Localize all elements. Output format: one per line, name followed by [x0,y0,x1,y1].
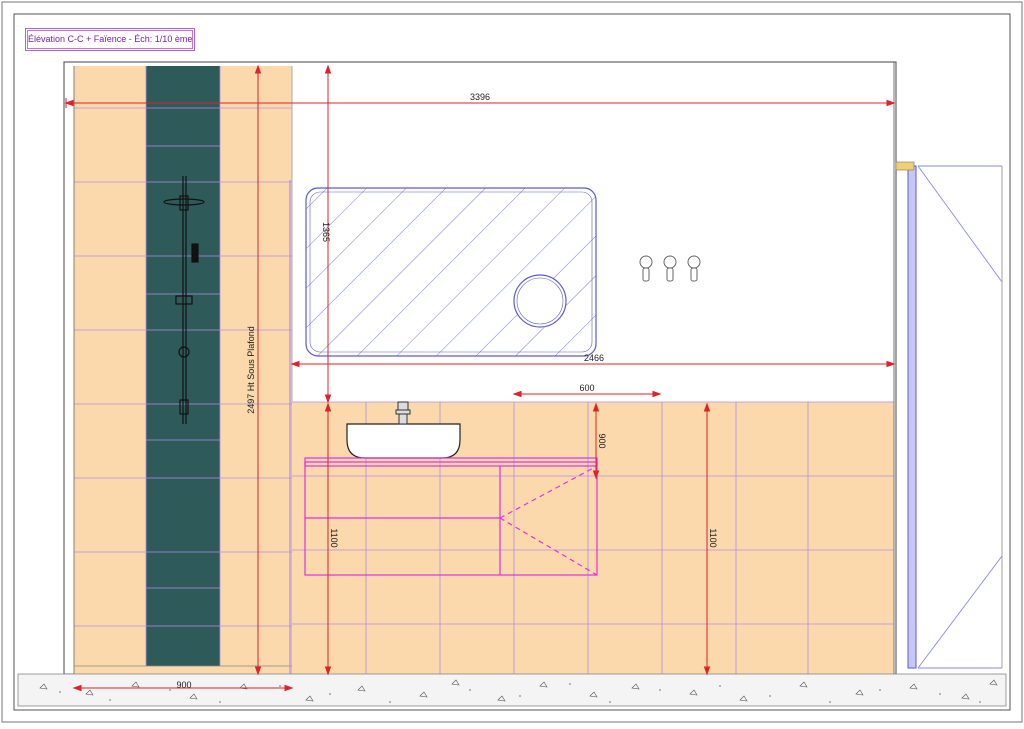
dim-vanity-height: 1100 [329,528,339,547]
dim-right-height: 1100 [708,528,718,547]
dimension-lines [64,64,896,692]
basin [346,423,461,459]
floor-slab [17,673,1007,707]
dim-basin-height: 900 [597,433,607,448]
faucet-icon [395,401,411,425]
drawing-title: Élévation C-C + Faïence - Éch: 1/10 ème [25,28,195,51]
magnifying-mirror-inner [516,277,564,325]
door-top-block [895,161,915,171]
dim-faience-width: 2466 [584,353,604,363]
vanity-unit [304,457,598,576]
mirror-inner [309,191,593,353]
door-frame [907,165,917,669]
dim-shower-width: 900 [176,680,191,690]
dim-basin-width: 600 [579,383,594,393]
towel-hooks-icon [639,255,701,282]
floor-dots [59,683,981,703]
dim-ceiling-height: 2497 Ht Sous Plafond [246,326,256,414]
shower-column-icon [163,176,205,424]
floor-aggregate [39,679,998,702]
dim-overall-width: 3396 [470,92,490,102]
faience-tile-joints [292,401,894,674]
magnifying-mirror [513,274,567,328]
door-swing [917,165,1003,669]
mirror [305,187,597,357]
dim-mirror-height: 1365 [321,222,331,242]
inner-frame [13,13,1011,711]
